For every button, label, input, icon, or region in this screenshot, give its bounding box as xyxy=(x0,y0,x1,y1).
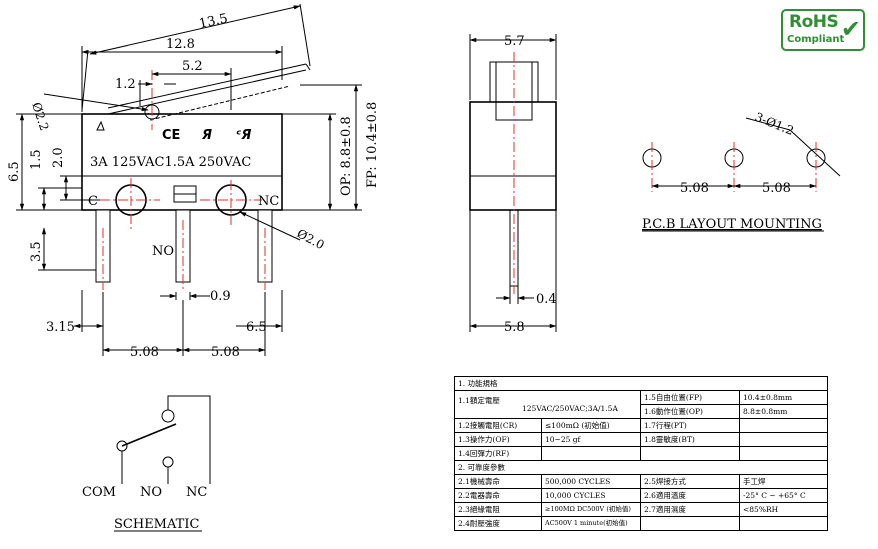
dim-0-9: 0.9 xyxy=(210,289,231,304)
spec-cell xyxy=(640,516,740,531)
spec-cell: 2.4耐壓強度 xyxy=(454,516,542,531)
spec-cell: 1.7行程(PT) xyxy=(640,418,740,433)
spec-cell: 2.5焊接方式 xyxy=(640,474,740,489)
sch-caption: SCHEMATIC xyxy=(114,517,199,532)
switch-contact-arm xyxy=(121,423,177,447)
sch-nc: NC xyxy=(186,485,207,500)
spec-cell xyxy=(739,418,828,433)
schematic: COM NO NC SCHEMATIC xyxy=(82,395,211,532)
spec-cell: 1.5自由位置(FP) xyxy=(640,390,740,405)
rohs-text: RoHS xyxy=(789,12,839,32)
spec-cell: 10~25 gf xyxy=(541,432,641,447)
spec-cell: 1.8靈敏度(BT) xyxy=(640,432,740,447)
dim-5-8: 5.8 xyxy=(504,320,525,335)
spec-cell: ≥100MΩ DC500V (初始值) xyxy=(541,502,641,517)
spec-cell: 1.2接觸電阻(CR) xyxy=(454,418,542,433)
spec-cell: 10.4±0.8mm xyxy=(739,390,828,405)
spec-cell: 2.7適用濕度 xyxy=(640,502,740,517)
dim-6-5: 6.5 xyxy=(7,161,22,182)
pcb-layout: 5.08 5.08 3-Ø1.2 P.C.B LAYOUT MOUNTING xyxy=(642,110,841,232)
spec-cell: 1.3操作力(OF) xyxy=(454,432,542,447)
spec-cell: <85%RH xyxy=(739,502,828,517)
spec-cell: 500,000 CYCLES xyxy=(541,474,641,489)
check-icon: ✔ xyxy=(840,15,861,43)
dim-1-2: 1.2 xyxy=(115,77,136,92)
sch-no: NO xyxy=(140,485,162,500)
actuator-lever xyxy=(107,63,311,121)
rohs-logo: RoHS Compliant ✔ xyxy=(781,9,865,51)
spec-cell xyxy=(739,516,828,531)
spec-cell: 2.2電器壽命 xyxy=(454,488,542,503)
dim-0-4: 0.4 xyxy=(536,292,557,307)
spec-cell: 2.1機械壽命 xyxy=(454,474,542,489)
sch-com: COM xyxy=(82,485,116,500)
label-no: NO xyxy=(152,244,174,259)
spec-cell: -25° C ~ +65° C xyxy=(739,488,828,503)
dim-5-08-a: 5.08 xyxy=(130,345,159,360)
dim-hole-dia: Ø2.0 xyxy=(295,226,327,252)
label-nc: NC xyxy=(258,194,279,209)
spec-cell xyxy=(739,446,828,461)
dim-1-5: 1.5 xyxy=(29,149,44,170)
spec-cell xyxy=(739,432,828,447)
front-view: CE Я ᶜЯ 3A 125VAC1.5A 250VAC C NO NC 13.… xyxy=(7,3,380,360)
pcb-hole-dim: 3-Ø1.2 xyxy=(753,110,796,138)
spec-cell: ≤100mΩ (初始值) xyxy=(541,418,641,433)
spec-section-2: 2. 可靠度參數 xyxy=(454,460,828,475)
side-view: 5.7 0.4 5.8 xyxy=(469,34,557,335)
spec-cell xyxy=(640,446,740,461)
dim-13-5: 13.5 xyxy=(198,11,229,32)
spec-cell: 2.3絕緣電阻 xyxy=(454,502,542,517)
pcb-pitch-2: 5.08 xyxy=(762,181,791,196)
dim-op: OP: 8.8±0.8 xyxy=(339,116,354,196)
svg-text:ᶜЯ: ᶜЯ xyxy=(236,128,251,143)
label-com: C xyxy=(88,194,98,209)
spec-cell xyxy=(541,446,641,461)
spec-cell: 8.8±0.8mm xyxy=(739,404,828,419)
spec-cell: 1.4回彈力(RF) xyxy=(454,446,542,461)
rating-text: 3A 125VAC1.5A 250VAC xyxy=(90,155,251,170)
dim-5-7: 5.7 xyxy=(504,34,525,49)
pcb-pitch-1: 5.08 xyxy=(680,181,709,196)
dim-3-5: 3.5 xyxy=(29,241,44,262)
dim-roller-dia: Ø2.2 xyxy=(29,101,51,133)
spec-section-1: 1. 功能規格 xyxy=(454,376,828,391)
pcb-caption: P.C.B LAYOUT MOUNTING xyxy=(642,217,822,232)
svg-text:Я: Я xyxy=(201,128,212,143)
dim-3-15: 3.15 xyxy=(46,320,75,335)
spec-cell: 2.6適用溫度 xyxy=(640,488,740,503)
dim-fp: FP: 10.4±0.8 xyxy=(365,102,380,188)
spec-table: 1. 功能規格 1.1額定電壓 125VAC/250VAC;3A/1.5A 1.… xyxy=(454,376,828,531)
spec-cell: AC500V 1 minute(初始值) xyxy=(541,516,641,531)
dim-5-08-b: 5.08 xyxy=(211,345,240,360)
rohs-compliant-text: Compliant xyxy=(787,34,845,45)
spec-cell: 1.1額定電壓 125VAC/250VAC;3A/1.5A xyxy=(454,390,641,419)
dim-5-2: 5.2 xyxy=(182,59,203,74)
dim-6-5-b: 6.5 xyxy=(246,320,267,335)
dim-2-0: 2.0 xyxy=(51,147,66,168)
svg-text:CE: CE xyxy=(162,128,180,143)
spec-cell: 手工焊 xyxy=(739,474,828,489)
spec-cell: 10,000 CYCLES xyxy=(541,488,641,503)
cert-marks: CE Я ᶜЯ xyxy=(96,120,251,143)
spec-cell: 1.6動作位置(OP) xyxy=(640,404,740,419)
common-pivot xyxy=(161,409,175,423)
side-body xyxy=(469,101,557,211)
dim-12-8: 12.8 xyxy=(166,37,195,52)
